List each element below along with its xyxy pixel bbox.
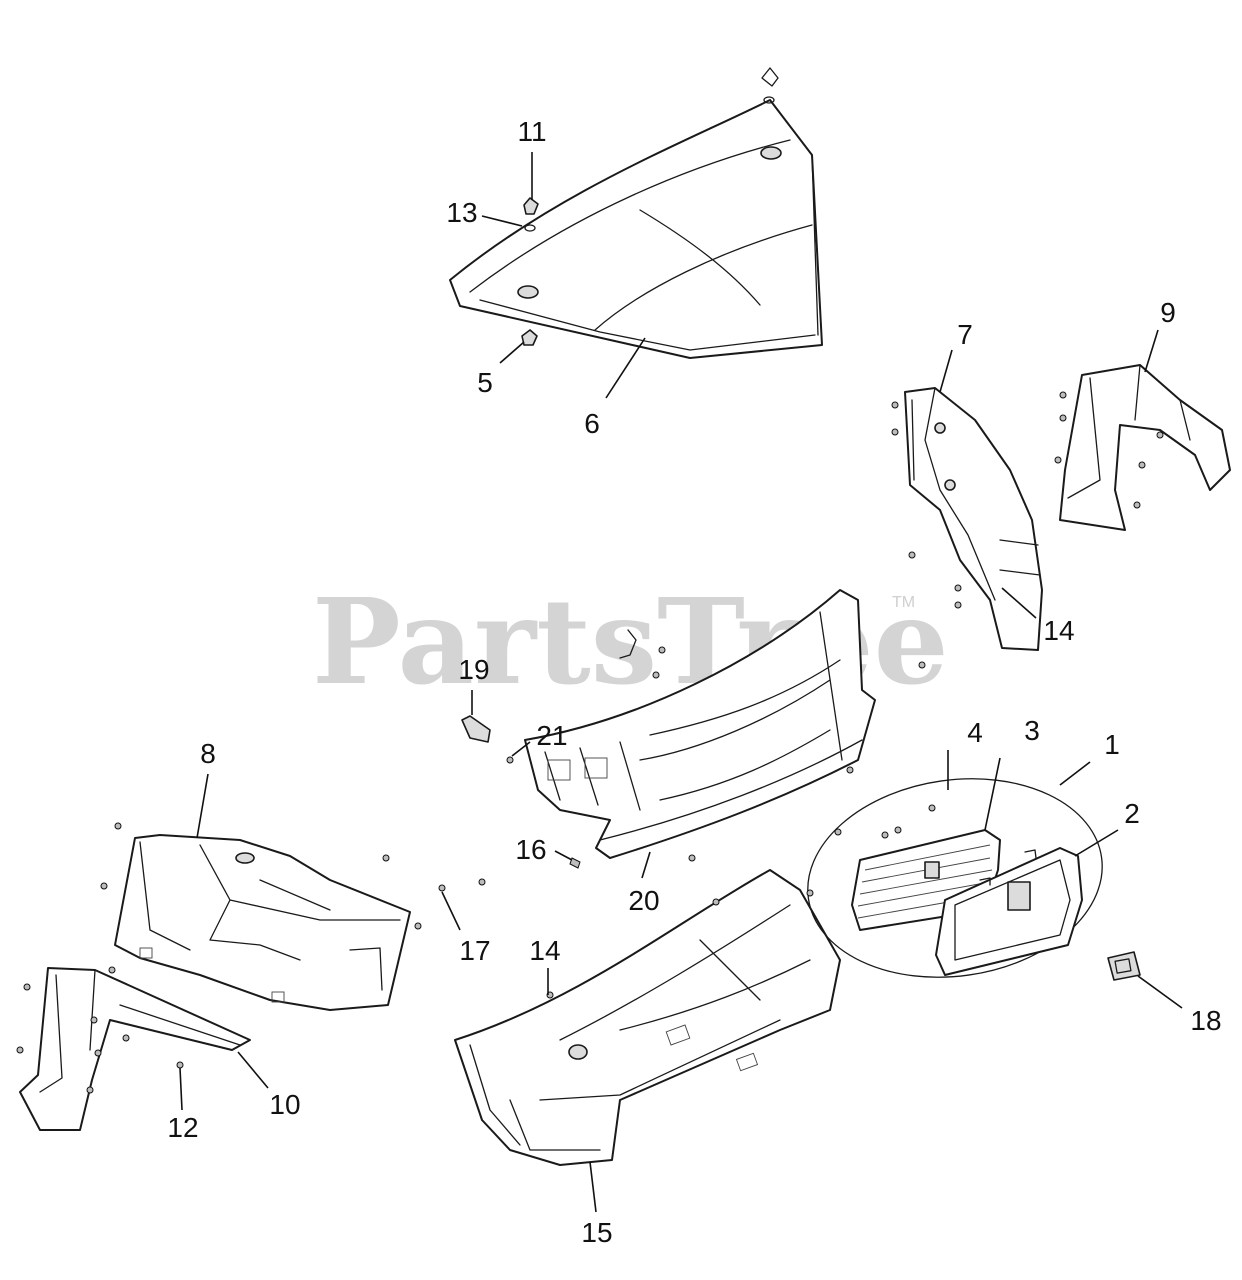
part-19-bracket <box>461 715 491 743</box>
callout-18: 18 <box>1190 1005 1221 1036</box>
callout-9: 9 <box>1160 297 1176 328</box>
callout-12: 12 <box>167 1112 198 1143</box>
part-6-hood <box>449 67 823 359</box>
part-16-screw <box>569 857 581 869</box>
callout-2: 2 <box>1124 798 1140 829</box>
callout-14-lower: 14 <box>529 935 560 966</box>
callout-8: 8 <box>200 738 216 769</box>
part-20-front-frame <box>524 589 876 859</box>
callout-13: 13 <box>446 197 477 228</box>
leader-lines <box>179 152 1183 1213</box>
part-7-side-panel <box>904 387 1043 651</box>
callout-6: 6 <box>584 408 600 439</box>
part-2-grille-surround <box>935 847 1083 976</box>
callout-labels: 11 13 5 6 7 9 14 19 21 4 3 1 2 8 16 20 1… <box>167 116 1221 1248</box>
part-9-fender <box>1059 364 1231 531</box>
part-13-washer <box>524 224 536 232</box>
callout-17: 17 <box>459 935 490 966</box>
callout-3: 3 <box>1024 715 1040 746</box>
part-18-emblem <box>1107 951 1141 981</box>
upper-bracket <box>619 629 666 679</box>
part-1-grille-assembly <box>807 778 1103 978</box>
callout-19: 19 <box>458 654 489 685</box>
watermark-trademark: TM <box>892 594 915 611</box>
part-11-fastener <box>523 197 539 215</box>
callout-1: 1 <box>1104 729 1120 760</box>
callout-4: 4 <box>967 717 983 748</box>
callout-16: 16 <box>515 834 546 865</box>
part-15-bumper <box>454 869 841 1166</box>
callout-15: 15 <box>581 1217 612 1248</box>
part-21-screw <box>506 756 514 764</box>
callout-20: 20 <box>628 885 659 916</box>
callout-11: 11 <box>517 116 546 147</box>
part-10-fender <box>19 967 251 1131</box>
part-5-nut <box>521 329 538 346</box>
callout-7: 7 <box>957 319 973 350</box>
callout-5: 5 <box>477 367 493 398</box>
callout-10: 10 <box>269 1089 300 1120</box>
callout-21: 21 <box>536 720 567 751</box>
part-8-side-panel <box>114 834 411 1011</box>
callout-14-upper: 14 <box>1043 615 1074 646</box>
hardware-screws <box>16 391 1164 1094</box>
